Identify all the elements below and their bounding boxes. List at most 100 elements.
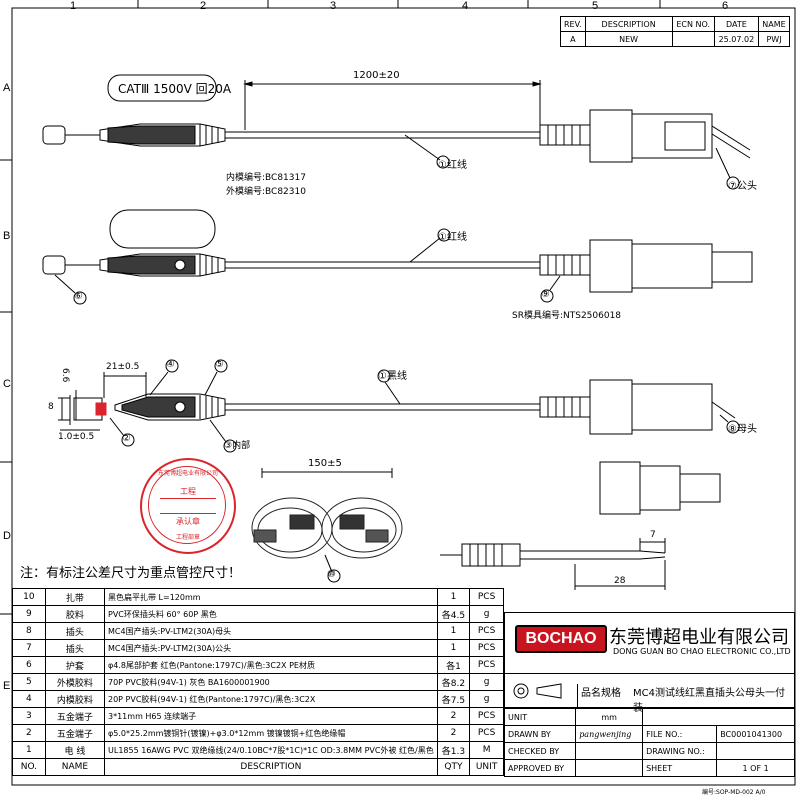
outer-mold-number: 外模编号:BC82310	[226, 187, 306, 197]
drawn-value: pangwenjing	[575, 725, 644, 743]
bom-cell: 扎带	[44, 588, 106, 606]
item-9-callout: ⑨	[541, 289, 550, 300]
bom-cell: 各1.3	[436, 741, 471, 759]
bom-cell: 20P PVC胶料(94V-1) 红色(Pantone:1797C)/黑色:3C…	[104, 690, 438, 708]
bom-cell: 插头	[44, 639, 106, 657]
grid-col-2: 2	[200, 0, 207, 12]
bom-cell: 护套	[44, 656, 106, 674]
bom-header: NAME	[44, 758, 106, 776]
bom-cell: MC4国产插头:PV-LTM2(30A)母头	[104, 622, 438, 640]
bom-cell: 2	[436, 724, 471, 742]
dim-6-6: 6.6	[60, 368, 70, 383]
grid-row-a: A	[3, 82, 11, 94]
bom-cell: 1	[12, 741, 46, 759]
bom-header: NO.	[12, 758, 46, 776]
female-connector-d	[599, 461, 721, 515]
stamp-dept: 工程	[180, 487, 196, 496]
empty-cell	[716, 742, 795, 760]
product-block: 品名规格 MC4测试线红黑直插头公母头一付装	[504, 674, 795, 714]
company-block: BOCHAO 东莞博超电业有限公司 DONG GUAN BO CHAO ELEC…	[504, 612, 795, 674]
bom-cell: g	[469, 605, 504, 623]
stamp-approval: 承认章	[176, 517, 200, 526]
bom-cell: PCS	[469, 724, 504, 742]
bom-header: DESCRIPTION	[104, 758, 438, 776]
bom-cell: 1	[436, 639, 471, 657]
tolerance-note: 注：有标注公差尺寸为重点管控尺寸！	[20, 566, 242, 581]
grid-row-c: C	[3, 378, 11, 390]
bom-cell: 各7.5	[436, 690, 471, 708]
title-block-table: UNIT mm DRAWN BY pangwenjing FILE NO.: B…	[503, 708, 795, 777]
bom-cell: 8	[12, 622, 46, 640]
bom-cell: PCS	[469, 656, 504, 674]
bom-cell: 五金端子	[44, 724, 106, 742]
bom-cell: 各1	[436, 656, 471, 674]
grid-col-1: 1	[70, 0, 77, 12]
male-connector-b	[539, 239, 753, 293]
approval-stamp: 东莞博超电业有限公司 工程 承认章 工程部章	[140, 458, 236, 554]
item-4-callout: ④	[166, 359, 175, 370]
female-connector-callout: ⑧母头	[728, 424, 757, 435]
grid-col-6: 6	[722, 0, 729, 12]
item-6-callout: ⑥	[74, 291, 83, 302]
item-5-callout: ⑤	[215, 359, 224, 370]
cat-label-box	[107, 74, 217, 102]
bom-cell: 五金端子	[44, 707, 106, 725]
dim-7: 7	[650, 530, 656, 540]
unit-label: UNIT	[503, 708, 577, 726]
bom-cell: 6	[12, 656, 46, 674]
wire-end-detail	[440, 538, 666, 590]
stamp-company: 东莞博超电业有限公司	[157, 470, 218, 477]
grid-col-3: 3	[330, 0, 337, 12]
rev-cell: NEW	[584, 31, 673, 47]
bom-cell: 3*11mm H65 连续端子	[104, 707, 438, 725]
bom-cell: 胶料	[44, 605, 106, 623]
red-wire-callout: ①红线	[438, 160, 467, 171]
bom-cell: 各8.2	[436, 673, 471, 691]
probe-red	[42, 123, 540, 147]
bom-cell: PCS	[469, 588, 504, 606]
file-label: FILE NO.:	[642, 725, 718, 743]
dim-1-0: 1.0±0.5	[58, 432, 95, 442]
drawn-label: DRAWN BY	[503, 725, 577, 743]
grid-row-b: B	[3, 230, 11, 242]
grid-col-5: 5	[592, 0, 599, 12]
approved-label: APPROVED BY	[503, 759, 577, 777]
bom-cell: PCS	[469, 639, 504, 657]
bom-cell: 10	[12, 588, 46, 606]
bom-cell: φ5.0*25.2mm镀铜针(镀镍)+φ3.0*12mm 镀镍镀铜+红色绝缘帽	[104, 724, 438, 742]
item-2-callout: ②	[122, 433, 131, 444]
rev-cell: 25.07.02	[713, 31, 760, 47]
company-name-en: DONG GUAN BO CHAO ELECTRONIC CO.,LTD	[613, 647, 791, 656]
unit-value: mm	[575, 708, 644, 726]
product-label: 品名规格	[581, 688, 621, 699]
cable-drawing	[42, 74, 753, 590]
bom-header: UNIT	[469, 758, 504, 776]
projection-icon	[513, 683, 562, 699]
grid-row-e: E	[3, 680, 11, 692]
black-wire-callout: ①黑线	[378, 371, 407, 382]
bom-header: QTY	[436, 758, 471, 776]
bom-cell: 1	[436, 622, 471, 640]
revision-table: REV. DESCRIPTION ECN NO. DATE NAME A NEW…	[560, 16, 790, 47]
bom-cell: M	[469, 741, 504, 759]
bom-cell: 9	[12, 605, 46, 623]
bom-cell: MC4国产插头:PV-LTM2(30A)公头	[104, 639, 438, 657]
inner-part-callout: ③内部	[224, 441, 251, 451]
bom-cell: 3	[12, 707, 46, 725]
dim-8: 8	[48, 402, 54, 412]
form-number: 编号:SOP-MD-002 A/0	[702, 789, 766, 796]
bom-cell: 各4.5	[436, 605, 471, 623]
empty-cell	[642, 708, 795, 726]
probe-black	[69, 393, 540, 425]
